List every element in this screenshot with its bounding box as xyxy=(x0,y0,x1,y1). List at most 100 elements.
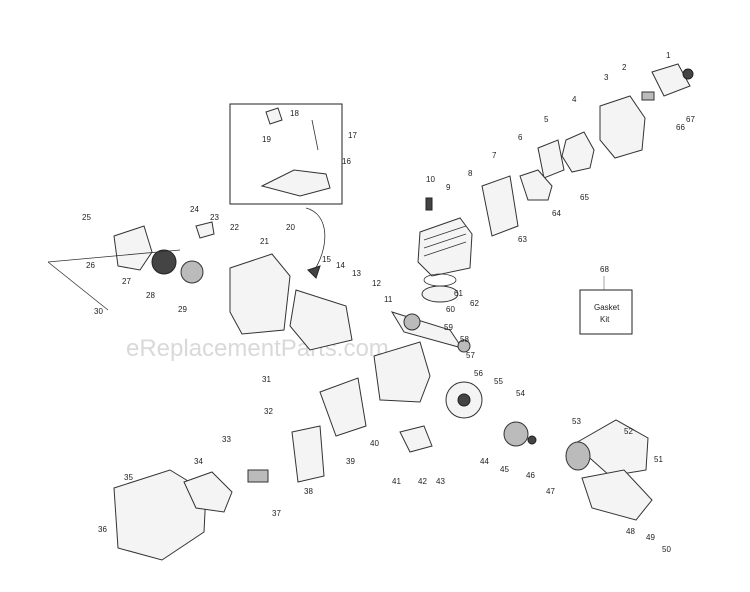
carburetor xyxy=(561,131,595,173)
gear-housing xyxy=(581,469,653,521)
inset-arrow xyxy=(305,207,326,275)
crankcase-seal xyxy=(373,341,431,403)
callout-29: 29 xyxy=(178,305,187,314)
clutch-drum xyxy=(565,441,591,471)
spark-plug xyxy=(425,197,433,211)
callout-10: 10 xyxy=(426,175,435,184)
callout-45: 45 xyxy=(500,465,509,474)
callout-55: 55 xyxy=(494,377,503,386)
callout-27: 27 xyxy=(122,277,131,286)
engine-shroud xyxy=(113,469,207,561)
callout-66: 66 xyxy=(676,123,685,132)
callout-41: 41 xyxy=(392,477,401,486)
callout-22: 22 xyxy=(230,223,239,232)
callout-43: 43 xyxy=(436,477,445,486)
callout-5: 5 xyxy=(544,115,549,124)
callout-60: 60 xyxy=(446,305,455,314)
clutch-assembly xyxy=(503,421,529,447)
callout-50: 50 xyxy=(662,545,671,554)
starter-group xyxy=(47,221,431,403)
callout-42: 42 xyxy=(418,477,427,486)
callout-1: 1 xyxy=(666,51,671,60)
callout-65: 65 xyxy=(580,193,589,202)
callout-11: 11 xyxy=(384,295,393,304)
callout-4: 4 xyxy=(572,95,577,104)
callout-38: 38 xyxy=(304,487,313,496)
callout-35: 35 xyxy=(124,473,133,482)
callout-6: 6 xyxy=(518,133,523,142)
callout-64: 64 xyxy=(552,209,561,218)
callout-34: 34 xyxy=(194,457,203,466)
gasket-kit-number: 68 xyxy=(600,265,609,274)
cylinder xyxy=(417,217,473,277)
callout-54: 54 xyxy=(516,389,525,398)
gasket-kit-box xyxy=(579,289,633,335)
crankcase-right xyxy=(289,289,353,351)
callout-13: 13 xyxy=(352,269,361,278)
callout-2: 2 xyxy=(622,63,627,72)
callout-9: 9 xyxy=(446,183,451,192)
clutch-housing xyxy=(573,419,649,477)
intake-adapter xyxy=(519,169,553,201)
callout-33: 33 xyxy=(222,435,231,444)
air-filter-cover xyxy=(599,95,646,159)
callout-24: 24 xyxy=(190,205,199,214)
callout-19: 19 xyxy=(262,135,271,144)
callout-44: 44 xyxy=(480,457,489,466)
callout-62: 62 xyxy=(470,299,479,308)
callout-59: 59 xyxy=(444,323,453,332)
callout-40: 40 xyxy=(370,439,379,448)
crank-bearing xyxy=(403,313,421,331)
crank-bearing-right xyxy=(457,339,471,353)
callout-7: 7 xyxy=(492,151,497,160)
callout-8: 8 xyxy=(468,169,473,178)
callout-32: 32 xyxy=(264,407,273,416)
callout-21: 21 xyxy=(260,237,269,246)
callout-56: 56 xyxy=(474,369,483,378)
callout-labels: 1234567891011121314151617181920212223242… xyxy=(82,51,695,554)
crankcase-half xyxy=(229,253,291,335)
starter-pulley xyxy=(180,260,204,284)
gasket-kit-group: 68 Gasket Kit xyxy=(579,265,633,335)
callout-20: 20 xyxy=(286,223,295,232)
callout-3: 3 xyxy=(604,73,609,82)
callout-46: 46 xyxy=(526,471,535,480)
insulator-gasket xyxy=(481,175,519,237)
callout-53: 53 xyxy=(572,417,581,426)
callout-47: 47 xyxy=(546,487,555,496)
callout-51: 51 xyxy=(654,455,663,464)
callout-12: 12 xyxy=(372,279,381,288)
callout-28: 28 xyxy=(146,291,155,300)
callout-52: 52 xyxy=(624,427,633,436)
callout-49: 49 xyxy=(646,533,655,542)
piston-ring xyxy=(423,273,457,287)
callout-37: 37 xyxy=(272,509,281,518)
shroud-cover xyxy=(183,471,233,513)
inset-detail xyxy=(229,103,343,279)
fuel-cap xyxy=(265,107,283,125)
fuel-tank xyxy=(260,169,331,197)
callout-31: 31 xyxy=(262,375,271,384)
callout-18: 18 xyxy=(290,109,299,118)
callout-25: 25 xyxy=(82,213,91,222)
cover-knob xyxy=(682,68,694,80)
callout-36: 36 xyxy=(98,525,107,534)
callout-30: 30 xyxy=(94,307,103,316)
decal xyxy=(247,469,269,483)
starter-handle xyxy=(195,221,215,239)
callout-26: 26 xyxy=(86,261,95,270)
muffler xyxy=(291,425,325,483)
bottom-parts-group xyxy=(113,377,653,561)
callout-14: 14 xyxy=(336,261,345,270)
callout-58: 58 xyxy=(460,335,469,344)
starter-housing xyxy=(113,225,153,271)
ignition-module xyxy=(399,425,433,453)
air-filter-element xyxy=(651,63,691,97)
gasket-kit-line1: Gasket xyxy=(594,303,620,312)
starter-spring xyxy=(151,249,177,275)
heat-shield xyxy=(319,377,367,437)
callout-61: 61 xyxy=(454,289,463,298)
callout-16: 16 xyxy=(342,157,351,166)
callout-63: 63 xyxy=(518,235,527,244)
